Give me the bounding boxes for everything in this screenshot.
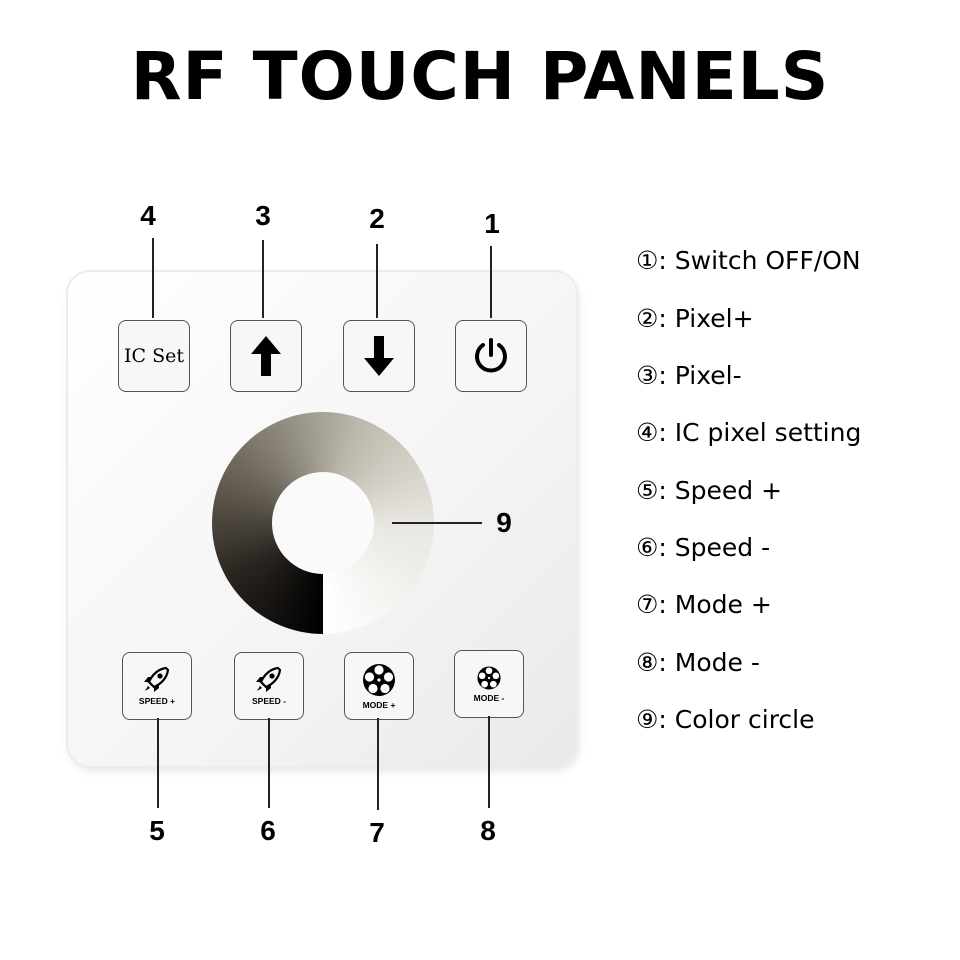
callout-line-9 <box>392 522 482 524</box>
callout-3: 3 <box>255 200 271 231</box>
power-icon <box>475 338 507 373</box>
film-reel-icon <box>477 666 501 690</box>
callout-line-7 <box>377 718 379 810</box>
arrow-down-icon <box>364 336 394 376</box>
page-title: RF TOUCH PANELS <box>130 38 830 115</box>
pixel-minus-button[interactable] <box>230 320 302 392</box>
callout-line-1 <box>490 246 492 318</box>
speed-minus-label: SPEED - <box>251 696 286 706</box>
callout-1: 1 <box>484 208 500 239</box>
mode-plus-button[interactable]: MODE + <box>344 652 414 720</box>
callout-line-3 <box>262 240 264 318</box>
callout-6: 6 <box>260 815 276 846</box>
callout-9: 9 <box>496 507 512 538</box>
callout-5: 5 <box>149 815 165 846</box>
callout-8: 8 <box>480 815 496 846</box>
power-button[interactable] <box>455 320 527 392</box>
rocket-icon <box>144 666 170 692</box>
callout-line-2 <box>376 244 378 318</box>
legend-item: ④: IC pixel setting <box>636 418 862 447</box>
legend-item: ⑨: Color circle <box>636 705 815 734</box>
legend-item: ⑧: Mode - <box>636 648 760 677</box>
callout-line-4 <box>152 238 154 318</box>
mode-plus-label: MODE + <box>362 700 396 710</box>
callout-line-8 <box>488 716 490 808</box>
callout-2: 2 <box>369 203 385 234</box>
speed-minus-button[interactable]: SPEED - <box>234 652 304 720</box>
touch-panel: IC Set SPEED + <box>68 272 576 766</box>
rocket-icon <box>256 666 282 692</box>
mode-minus-label: MODE - <box>473 693 505 703</box>
legend-item: ③: Pixel- <box>636 361 742 390</box>
legend-item: ⑦: Mode + <box>636 590 772 619</box>
legend-item: ①: Switch OFF/ON <box>636 246 861 275</box>
pixel-plus-button[interactable] <box>343 320 415 392</box>
speed-plus-button[interactable]: SPEED + <box>122 652 192 720</box>
color-circle-center <box>272 472 374 574</box>
speed-plus-label: SPEED + <box>138 696 176 706</box>
callout-line-6 <box>268 718 270 808</box>
callout-line-5 <box>157 718 159 808</box>
legend-item: ⑤: Speed + <box>636 476 783 505</box>
legend-item: ⑥: Speed - <box>636 533 771 562</box>
ic-set-label: IC Set <box>124 345 184 367</box>
film-reel-icon <box>363 664 395 696</box>
callout-4: 4 <box>140 200 156 231</box>
arrow-up-icon <box>251 336 281 376</box>
ic-set-button[interactable]: IC Set <box>118 320 190 392</box>
mode-minus-button[interactable]: MODE - <box>454 650 524 718</box>
callout-7: 7 <box>369 817 385 848</box>
legend-item: ②: Pixel+ <box>636 304 754 333</box>
